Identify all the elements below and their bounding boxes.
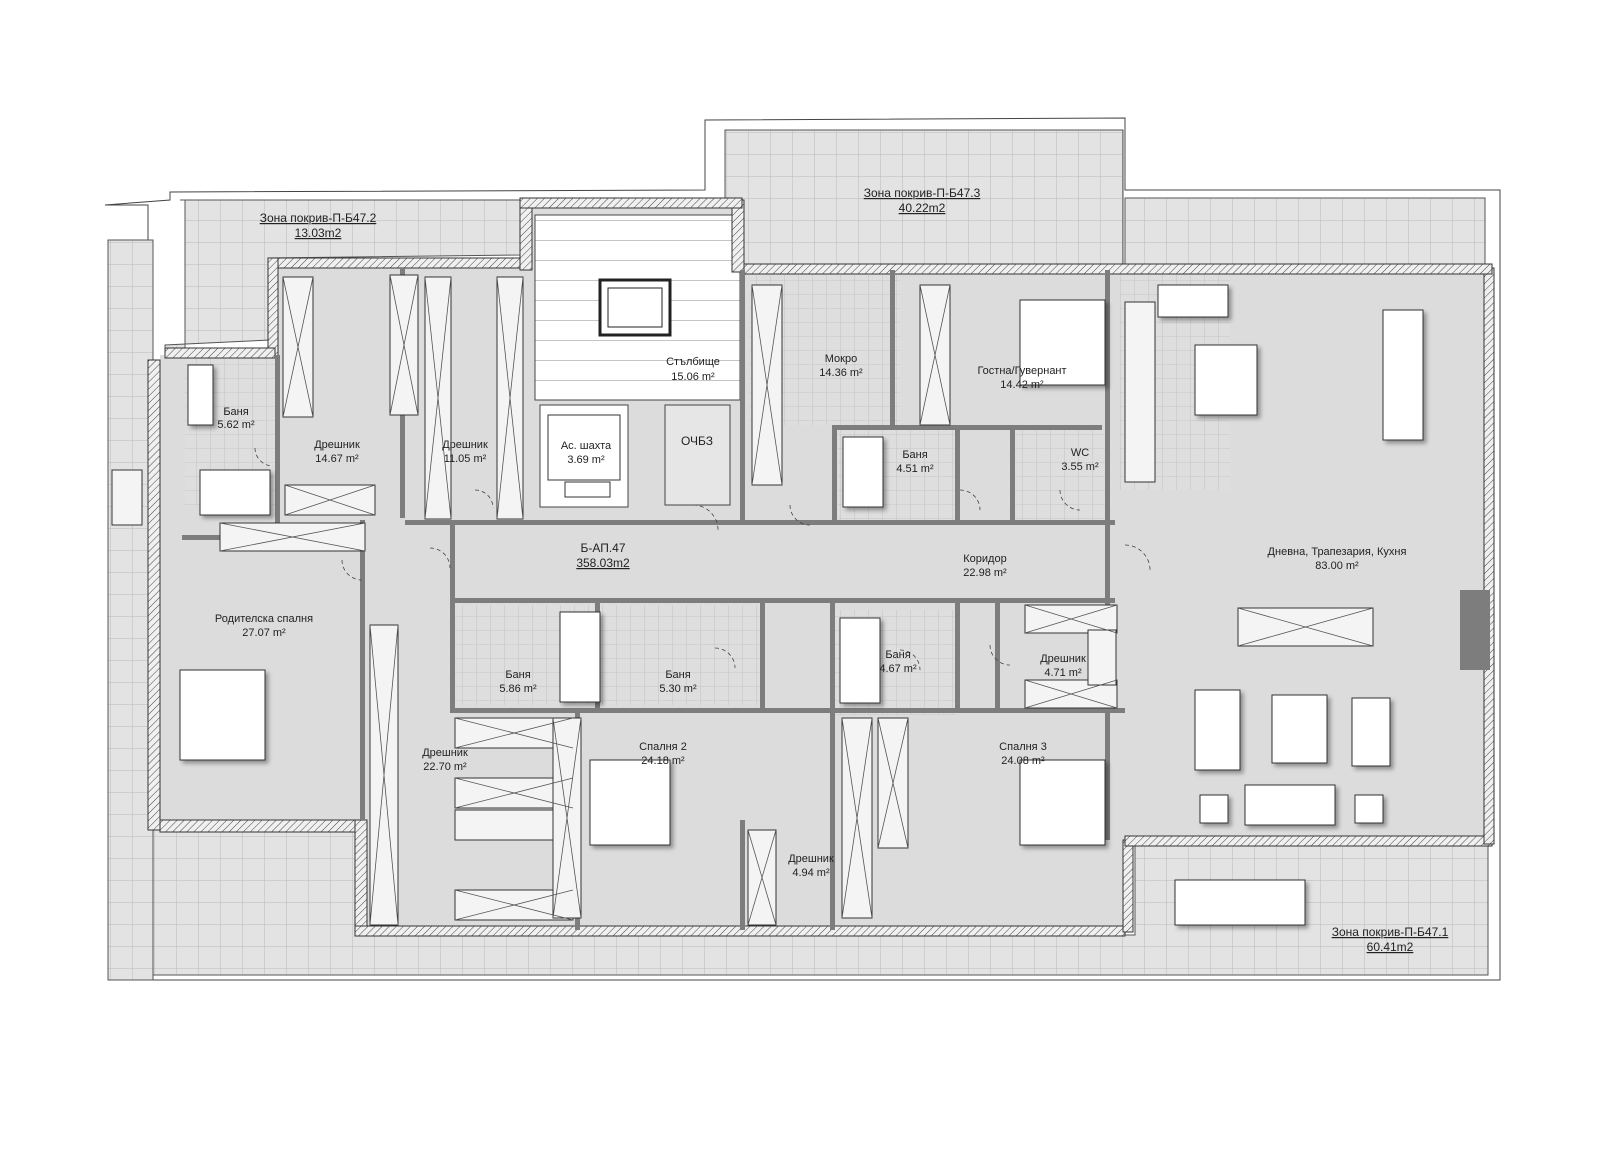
room-area: 14.42 m²	[1000, 379, 1044, 391]
terrace-label-name: Зона покрив-П-Б47.2	[260, 211, 377, 225]
room-area: 27.07 m²	[242, 627, 286, 639]
room-name: Дрешник	[314, 439, 360, 451]
room-name: Ас. шахта	[561, 440, 612, 452]
room-area: 83.00 m²	[1315, 560, 1359, 572]
room-name: Дрешник	[442, 439, 488, 451]
room-area: 11.05 m²	[444, 453, 487, 465]
room-area: 14.36 m²	[819, 367, 863, 379]
room-labels: Баня 5.62 m² Дрешник 14.67 m² Дрешник 11…	[215, 353, 1407, 879]
room-name: Баня	[885, 649, 910, 661]
room-name: Дрешник	[788, 853, 834, 865]
room-name: Дневна, Трапезария, Кухня	[1268, 546, 1407, 558]
terrace-label-area: 60.41m2	[1367, 940, 1414, 954]
room-area: 22.98 m²	[963, 567, 1007, 579]
room-area: 24.08 m²	[1001, 755, 1045, 767]
room-name: WC	[1071, 447, 1089, 459]
room-name: Спалня 3	[999, 741, 1047, 753]
room-area: 24.18 m²	[641, 755, 685, 767]
room-area: 4.67 m²	[879, 663, 917, 675]
terrace-label-name: Зона покрив-П-Б47.1	[1332, 925, 1449, 939]
furniture	[179, 284, 1424, 926]
terrace-labels: Зона покрив-П-Б47.2 13.03m2 Зона покрив-…	[260, 186, 1449, 954]
room-name: Гостна/Гувернант	[977, 365, 1066, 377]
bed-3	[1019, 759, 1106, 846]
room-name: Родителска спалня	[215, 613, 313, 625]
walls	[147, 197, 1495, 937]
bed-2	[589, 759, 671, 846]
apartment-label: Б-АП.47 358.03m2	[576, 541, 630, 570]
room-area: 14.67 m²	[315, 453, 359, 465]
wardrobes	[219, 274, 1374, 926]
apartment-area: 358.03m2	[576, 556, 630, 570]
room-name: Стълбище	[666, 356, 720, 368]
room-area: 4.51 m²	[896, 463, 934, 475]
room-area: 3.55 m²	[1061, 461, 1099, 473]
room-area: 5.62 m²	[217, 419, 255, 431]
bed-parents	[179, 669, 266, 761]
stair-core	[534, 214, 741, 508]
terrace-label-name: Зона покрив-П-Б47.3	[864, 186, 981, 200]
room-area: 3.69 m²	[567, 454, 605, 466]
apartment-code: Б-АП.47	[580, 541, 625, 555]
room-name: Баня	[505, 669, 530, 681]
room-name: Баня	[223, 406, 248, 418]
room-area: 4.71 m²	[1044, 667, 1082, 679]
room-area: 5.86 m²	[499, 683, 537, 695]
room-area: 4.94 m²	[792, 867, 830, 879]
room-name: Спалня 2	[639, 741, 687, 753]
room-area: 15.06 m²	[671, 371, 715, 383]
room-name: Баня	[902, 449, 927, 461]
terrace-label-area: 13.03m2	[295, 226, 342, 240]
room-name: ОЧБЗ	[681, 434, 713, 448]
room-area: 22.70 m²	[423, 761, 467, 773]
door-swings	[254, 447, 1151, 671]
room-area: 5.30 m²	[659, 683, 697, 695]
room-name: Дрешник	[422, 747, 468, 759]
room-name: Баня	[665, 669, 690, 681]
terrace-label-area: 40.22m2	[899, 201, 946, 215]
bed-guest	[1019, 299, 1106, 386]
room-name: Коридор	[963, 553, 1006, 565]
room-name: Мокро	[825, 353, 857, 365]
room-name: Дрешник	[1040, 653, 1086, 665]
